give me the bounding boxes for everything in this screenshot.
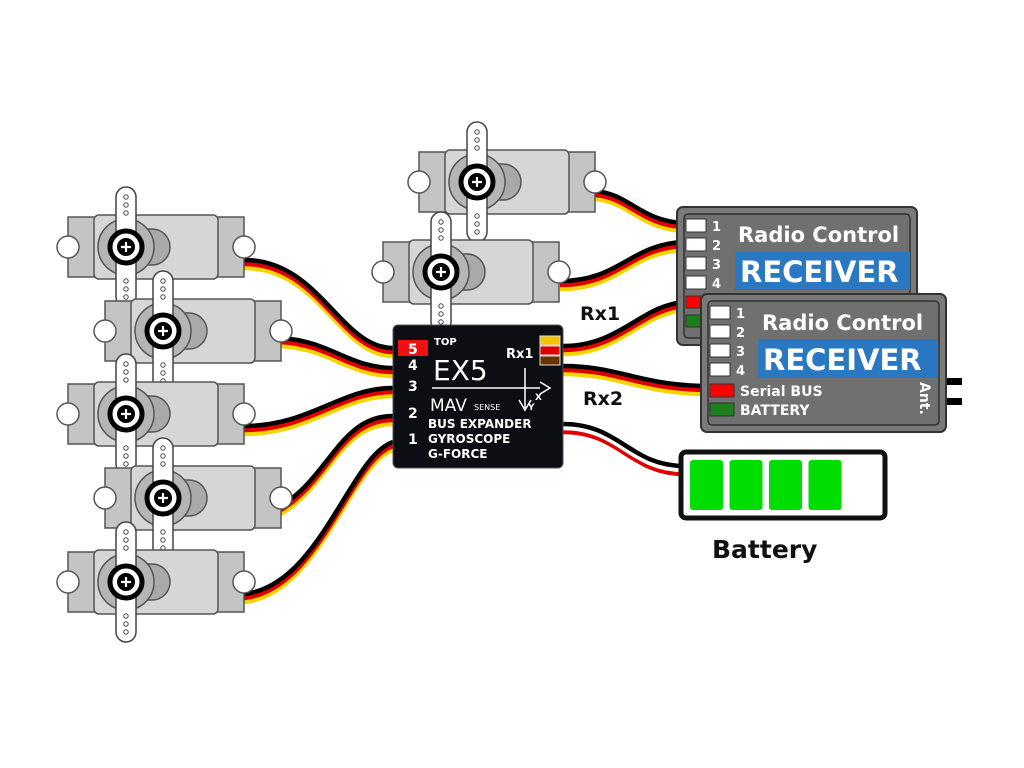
rx2-label: Rx2 [583, 388, 623, 410]
channel-slot [685, 218, 707, 233]
channel-label: 2 [736, 326, 745, 341]
axis-arrows-icon [432, 368, 552, 412]
channel-label: 1 [712, 220, 721, 235]
battery: Battery [678, 449, 888, 564]
channel-slot [685, 275, 707, 290]
axis-y-label: Y [527, 403, 535, 413]
ex5-module: 5 4 3 2 1 TOP EX5 Rx1 X Y MAV SENSE BUS … [392, 324, 564, 469]
receiver-2-channels: 1 2 3 4 Serial BUS BATTERY [709, 305, 823, 419]
receiver-cable-ch2 [559, 239, 685, 292]
module-line-1: BUS EXPANDER [428, 417, 532, 431]
antenna-wire [946, 398, 962, 405]
channel-slot [709, 343, 731, 358]
receiver-cable-ch1 [594, 188, 685, 234]
servo-cable-1 [243, 439, 394, 605]
servo-cable-5 [243, 257, 394, 359]
module-name: EX5 [433, 354, 488, 387]
rx1-cable [562, 299, 685, 357]
channel-slot [709, 324, 731, 339]
battery-cable [562, 421, 685, 477]
channel-label: 1 [736, 307, 745, 322]
channel-slot [685, 256, 707, 271]
serial-bus-label: Serial BUS [740, 384, 823, 400]
battery-led [709, 402, 735, 417]
port-5: 5 [408, 342, 418, 358]
channel-label: 4 [736, 364, 745, 379]
pin-minus [539, 355, 561, 366]
module-line-3: G-FORCE [428, 447, 487, 461]
receiver-label: RECEIVER [740, 255, 899, 289]
battery-led-label: BATTERY [740, 403, 810, 419]
axis-x-label: X [535, 393, 542, 403]
receiver-1-channels: 1 2 3 4 [685, 218, 721, 328]
channel-label: 4 [712, 277, 721, 292]
battery-cells [690, 460, 842, 510]
battery-cell [690, 460, 723, 510]
battery-label: Battery [712, 535, 817, 564]
antenna-wire [946, 378, 962, 385]
brand-main: MAV [430, 396, 467, 416]
channel-slot [709, 362, 731, 377]
rx2-cable [562, 363, 711, 397]
channel-label: 2 [712, 239, 721, 254]
channel-slot [685, 237, 707, 252]
port-1: 1 [408, 432, 418, 448]
servo-cable-4 [280, 335, 394, 379]
receiver-title: Radio Control [738, 223, 899, 247]
servo-cable-2 [279, 413, 394, 516]
channel-label: 3 [712, 258, 721, 273]
battery-cell [769, 460, 802, 510]
servo-wires [243, 188, 711, 605]
port-highlight [398, 340, 428, 356]
receiver-label: RECEIVER [763, 343, 922, 377]
battery-cell [729, 460, 763, 510]
port-4: 4 [408, 358, 418, 374]
antenna-label: Ant. [916, 382, 932, 415]
rx1-label: Rx1 [580, 303, 620, 325]
pin-signal [539, 335, 561, 346]
brand-sub: SENSE [474, 403, 500, 412]
module-line-2: GYROSCOPE [428, 432, 510, 446]
channel-slot [709, 305, 731, 320]
port-3: 3 [408, 379, 418, 395]
servo-cable-3 [243, 385, 394, 437]
top-label: TOP [434, 337, 457, 348]
port-2: 2 [408, 406, 418, 422]
receiver-label-bg [758, 339, 938, 378]
pin-plus [539, 345, 561, 356]
serial-bus-led [709, 383, 735, 398]
battery-cell [808, 460, 842, 510]
receiver-title: Radio Control [762, 311, 923, 335]
rx1-port-label: Rx1 [506, 347, 533, 362]
receiver-label-bg [735, 252, 910, 290]
channel-label: 3 [736, 345, 745, 360]
receiver-2: 1 2 3 4 Serial BUS BATTERY Radio Control… [700, 293, 962, 433]
